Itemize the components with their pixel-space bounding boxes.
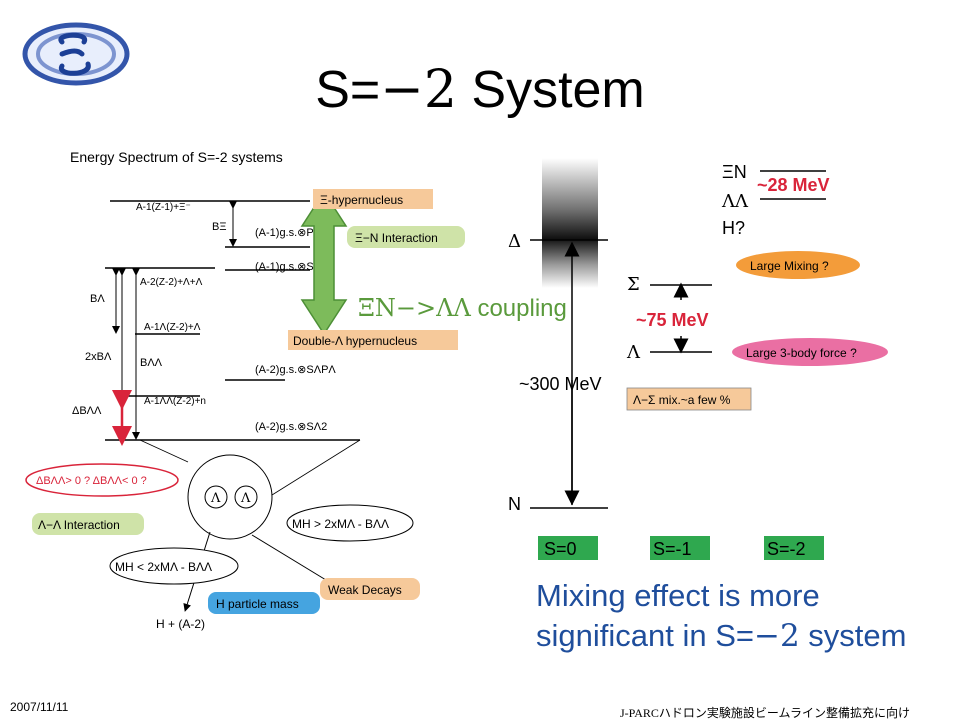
large-3body-ellipse bbox=[732, 338, 888, 366]
level-label: (A-1)g.s.⊗PΞ bbox=[255, 227, 321, 239]
leader-line bbox=[139, 439, 189, 463]
level-label: A-1Λ(Z-2)+Λ bbox=[144, 322, 201, 333]
mixing-level-diagram: Δ N ~300 MeV Σ Λ ~75 MeV Λ−Σ mix.~a few … bbox=[508, 158, 888, 560]
xi-hypernucleus-box bbox=[313, 189, 433, 209]
lambda-glyph: Λ bbox=[240, 491, 251, 506]
double-lambda-box bbox=[288, 330, 458, 350]
mix-box bbox=[626, 387, 752, 411]
large-mixing-ellipse bbox=[736, 251, 860, 279]
coupling-label: ΞN−>ΛΛ coupling bbox=[358, 294, 567, 322]
question-ellipse bbox=[25, 463, 179, 497]
large-3body-label: Large 3-body force ? bbox=[746, 346, 857, 360]
mev-75-label: ~75 MeV bbox=[636, 310, 709, 330]
xi-n-interaction-box bbox=[347, 226, 465, 248]
h-mass-box bbox=[208, 592, 320, 614]
energy-label: 2xBΛ bbox=[85, 351, 112, 363]
h-mass-label: H particle mass bbox=[216, 597, 299, 611]
delta-width-shading bbox=[542, 158, 598, 288]
h-label: H? bbox=[722, 218, 745, 238]
lambda-glyph: Λ bbox=[210, 491, 221, 506]
s1-label: S=-1 bbox=[653, 539, 692, 559]
sigma-label: Σ bbox=[627, 274, 640, 295]
xi-n-interaction-label: Ξ−N Interaction bbox=[355, 231, 438, 245]
question-label: ΔBΛΛ> 0 ? ΔBΛΛ< 0 ? bbox=[36, 475, 147, 487]
energy-spectrum-diagram: Energy Spectrum of S=-2 systems A-1(Z-1)… bbox=[25, 149, 465, 631]
ll-interaction-label: Λ−Λ Interaction bbox=[38, 518, 120, 532]
mev-28-label: ~28 MeV bbox=[757, 175, 830, 195]
mix-box-label: Λ−Σ mix.~a few % bbox=[633, 393, 731, 407]
lambda-circle bbox=[204, 485, 228, 509]
weak-decays-label: Weak Decays bbox=[328, 583, 402, 597]
xi-n-label: ΞN bbox=[722, 162, 747, 182]
lambda-label: Λ bbox=[626, 342, 641, 363]
h-a2-label: H + (A-2) bbox=[156, 617, 205, 631]
level-label: A-1ΛΛ(Z-2)+n bbox=[144, 396, 206, 407]
lambda-circle bbox=[234, 485, 258, 509]
level-label: (A-2)g.s.⊗SΛPΛ bbox=[255, 364, 336, 376]
s0-box bbox=[538, 536, 598, 560]
level-label: (A-2)g.s.⊗SΛ2 bbox=[255, 421, 327, 433]
mev-300-label: ~300 MeV bbox=[519, 374, 602, 394]
level-label: A-2(Z-2)+Λ+Λ bbox=[140, 277, 203, 288]
h-dibaryon-circle bbox=[187, 454, 273, 540]
leader-line bbox=[271, 439, 361, 496]
ll-label: ΛΛ bbox=[721, 191, 749, 212]
xi-hypernucleus-label: Ξ-hypernucleus bbox=[320, 193, 403, 207]
s2-label: S=-2 bbox=[767, 539, 806, 559]
mh-less-label: MH < 2xMΛ - BΛΛ bbox=[115, 560, 212, 574]
mh-less-ellipse bbox=[109, 547, 239, 585]
mixing-note: Mixing effect is more significant in S=−… bbox=[536, 576, 906, 656]
mixing-note-line1: Mixing effect is more bbox=[536, 578, 820, 613]
mh-greater-label: MH > 2xMΛ - BΛΛ bbox=[292, 517, 389, 531]
ll-interaction-box bbox=[32, 513, 144, 535]
energy-label: BΛ bbox=[90, 293, 105, 305]
energy-label: BΛΛ bbox=[140, 357, 163, 369]
s1-box bbox=[650, 536, 710, 560]
mh-greater-ellipse bbox=[286, 504, 414, 542]
level-label: (A-1)g.s.⊗SΞ bbox=[255, 261, 321, 273]
weak-decays-box bbox=[320, 578, 420, 600]
spectrum-heading: Energy Spectrum of S=-2 systems bbox=[70, 149, 283, 165]
s2-box bbox=[764, 536, 824, 560]
footer-title: J-PARCハドロン実験施設ビームライン整備拡充に向け bbox=[620, 706, 910, 720]
energy-label: BΞ bbox=[212, 221, 227, 233]
n-label: N bbox=[508, 494, 521, 514]
double-lambda-label: Double-Λ hypernucleus bbox=[293, 334, 417, 348]
slide-title: S=−2 System bbox=[315, 60, 645, 120]
energy-label: ΔBΛΛ bbox=[72, 405, 102, 417]
level-label: A-1(Z-1)+Ξ⁻ bbox=[136, 202, 191, 213]
s0-label: S=0 bbox=[544, 539, 577, 559]
large-mixing-label: Large Mixing ? bbox=[750, 259, 829, 273]
footer-date: 2007/11/11 bbox=[10, 700, 69, 714]
decay-line bbox=[251, 534, 327, 581]
xi-logo-icon bbox=[22, 22, 130, 86]
mixing-note-line2: significant in S=−2 system bbox=[536, 618, 907, 654]
delta-label: Δ bbox=[508, 231, 521, 252]
